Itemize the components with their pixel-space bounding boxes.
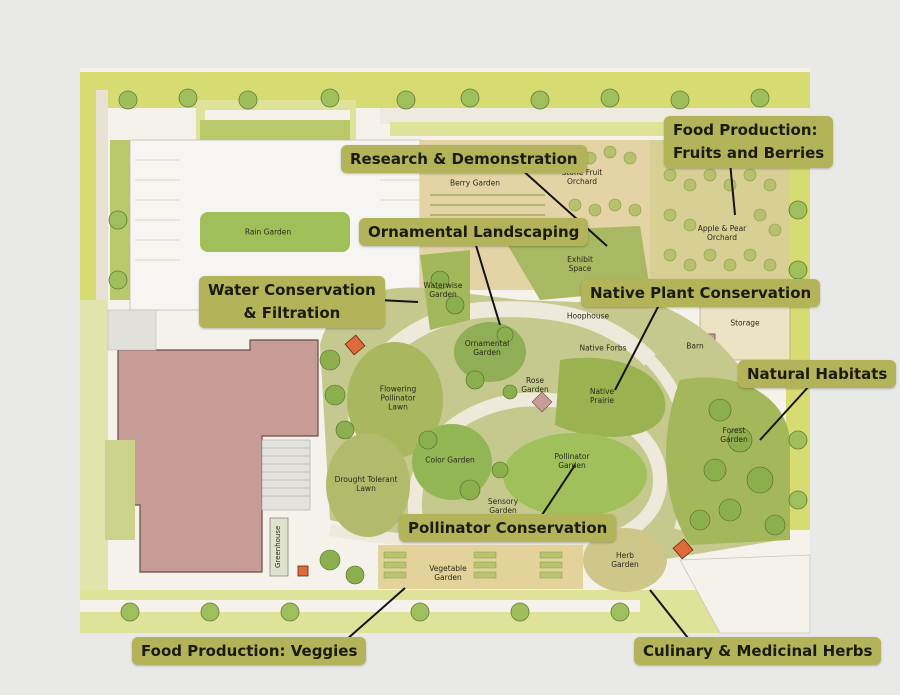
drought-tolerant-lawn <box>326 433 410 537</box>
callout-ornamental: Ornamental Landscaping <box>359 218 589 246</box>
label-barn: Barn <box>686 341 704 351</box>
callout-herbs: Culinary & Medicinal Herbs <box>634 637 882 665</box>
herb-garden-bed <box>583 528 667 592</box>
label-greenhouse: Greenhouse <box>274 525 282 568</box>
label-storage: Storage <box>730 318 760 328</box>
callout-natural-habitats: Natural Habitats <box>738 360 897 388</box>
flowering-pollinator-lawn <box>347 342 443 458</box>
street-trees <box>108 88 808 622</box>
callout-native-plant: Native Plant Conservation <box>581 279 821 307</box>
callout-pollinator: Pollinator Conservation <box>399 514 617 542</box>
callout-food-fruits: Food Production: Fruits and Berries <box>664 116 834 168</box>
label-rain-garden: Rain Garden <box>244 227 292 237</box>
garden-shrubs <box>319 270 786 585</box>
label-berry-garden: Berry Garden <box>449 178 501 188</box>
rose-garden-gazebo <box>531 391 553 413</box>
rain-garden-bed <box>200 212 350 252</box>
callout-research: Research & Demonstration <box>341 145 587 173</box>
entrance-markers <box>297 334 694 577</box>
greenhouse <box>269 517 289 577</box>
native-prairie <box>555 357 666 437</box>
label-native-forbs: Native Forbs <box>579 343 627 353</box>
label-color-garden: Color Garden <box>425 455 475 465</box>
label-hoophouse: Hoophouse <box>566 311 610 321</box>
callout-veggies: Food Production: Veggies <box>132 637 367 665</box>
callout-water: Water Conservation & Filtration <box>199 276 385 328</box>
forest-garden <box>666 377 790 545</box>
pollinator-garden-bed <box>503 433 647 517</box>
hatched-plaza <box>107 309 157 351</box>
